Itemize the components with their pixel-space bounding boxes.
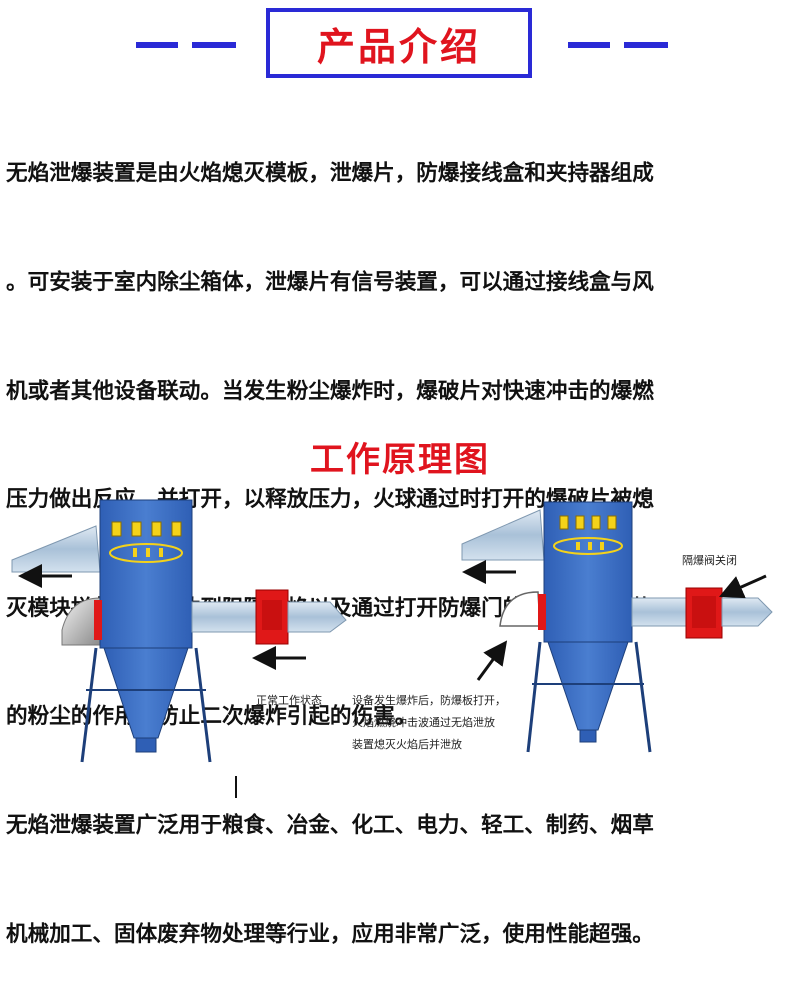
right-slot [559, 515, 569, 530]
right-collector-body [543, 501, 633, 643]
intro-line: 机械加工、固体废弃物处理等行业，应用非常广泛，使用性能超强。 [6, 921, 654, 947]
right-caption-line: 设备发生爆炸后，防爆板打开， [352, 693, 506, 707]
working-principle-diagram: 正常工作状态 隔爆阀关闭 设备发生爆炸后，防爆板打开， [11, 499, 773, 798]
header-dash-right-1 [568, 42, 610, 48]
right-hopper [547, 641, 629, 731]
right-open-panel [499, 591, 541, 627]
right-slot [575, 515, 585, 530]
left-hopper [103, 647, 189, 739]
left-caption: 正常工作状态 [256, 693, 322, 707]
left-slot [131, 521, 142, 537]
left-inlet-pipe [191, 601, 261, 633]
valve-label: 隔爆阀关闭 [682, 553, 737, 567]
left-slot [171, 521, 182, 537]
right-unit: 隔爆阀关闭 设备发生爆炸后，防爆板打开， 火焰燃烧冲击波通过无焰泄放 装置熄灭火… [352, 501, 773, 753]
header-dash-left-2 [192, 42, 236, 48]
right-caption-line: 火焰燃烧冲击波通过无焰泄放 [352, 715, 495, 729]
right-flame-arrow [476, 640, 508, 681]
right-top-pipe [461, 509, 545, 561]
right-valve-arrow [719, 574, 767, 599]
left-ellipse-panel [109, 543, 183, 563]
right-red-band [538, 594, 546, 630]
header-dash-right-2 [624, 42, 668, 48]
page-title-box: 产品介绍 [266, 8, 532, 78]
intro-line: 无焰泄爆装置广泛用于粮食、冶金、化工、电力、轻工、制药、烟草 [6, 812, 654, 838]
left-top-pipe [11, 525, 101, 573]
header-dash-left-1 [136, 42, 178, 48]
right-ellipse-panel [553, 537, 623, 555]
left-unit: 正常工作状态 [11, 499, 347, 763]
intro-line: 。可安装于室内除尘箱体，泄爆片有信号装置，可以通过接线盒与风 [6, 270, 654, 295]
right-inlet-pipe [631, 597, 689, 627]
intro-line: 的粉尘的作用，防止二次爆炸引起的伤害。 [6, 704, 417, 730]
left-red-band [94, 600, 102, 640]
diagram-title: 工作原理图 [310, 440, 490, 480]
right-slot [607, 515, 617, 530]
intro-line: 无焰泄爆装置是由火焰熄灭模板，泄爆片，防爆接线盒和夹持器组成 [6, 161, 654, 187]
page-title: 产品介绍 [316, 24, 481, 69]
left-slot [111, 521, 122, 537]
intro-line: 机或者其他设备联动。当发生粉尘爆炸时，爆破片对快速冲击的爆燃 [6, 378, 654, 404]
right-slot [591, 515, 601, 530]
right-caption-line: 装置熄灭火焰后并泄放 [352, 737, 462, 751]
left-slot [151, 521, 162, 537]
